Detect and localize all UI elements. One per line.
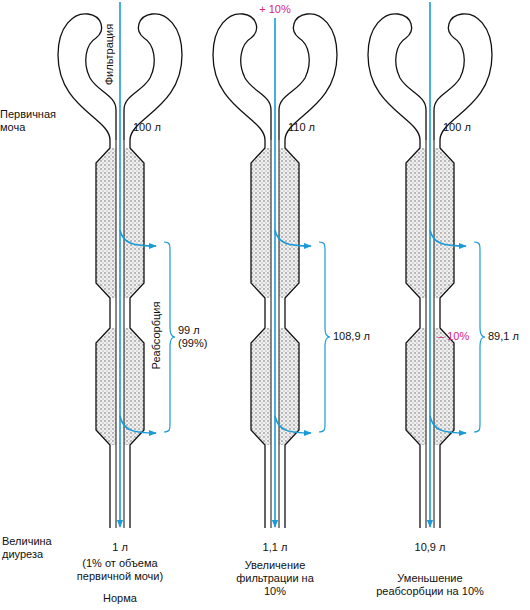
- volume-label: 89,1 л: [488, 330, 530, 343]
- side-label: Первичная моча: [0, 108, 62, 134]
- volume-label: 108,9 л: [333, 330, 383, 343]
- reabsorption-arrows: [275, 230, 330, 433]
- case-caption: Норма: [80, 592, 160, 605]
- reabsorption-arrows: [120, 230, 175, 433]
- case-caption: Уменьшение реабсорбции на 10%: [368, 572, 493, 598]
- flow-arrow: [274, 18, 276, 527]
- flow-arrow: [429, 2, 431, 527]
- flow-arrow: [119, 2, 121, 527]
- volume-label: 10,9 л: [400, 541, 460, 554]
- side-label: Величина диуреза: [2, 535, 64, 561]
- volume-label: 100 л: [443, 121, 483, 134]
- volume-label: 110 л: [288, 121, 328, 134]
- case-caption: Увеличение фильтрации на 10%: [235, 559, 315, 598]
- change-label: + 10%: [245, 3, 305, 16]
- reabsorption-arrows: [430, 230, 485, 433]
- nephron: [213, 14, 337, 528]
- change-label: – 10%: [438, 330, 472, 343]
- process-label: Реабсорбция: [150, 286, 163, 386]
- volume-label: 1 л: [90, 541, 150, 554]
- volume-label: 1,1 л: [245, 541, 305, 554]
- process-label: Фильтрация: [103, 10, 116, 100]
- volume-label: 99 л (99%): [178, 324, 214, 350]
- note-label: (1% от объема первичной мочи): [70, 557, 170, 583]
- volume-label: 100 л: [133, 121, 173, 134]
